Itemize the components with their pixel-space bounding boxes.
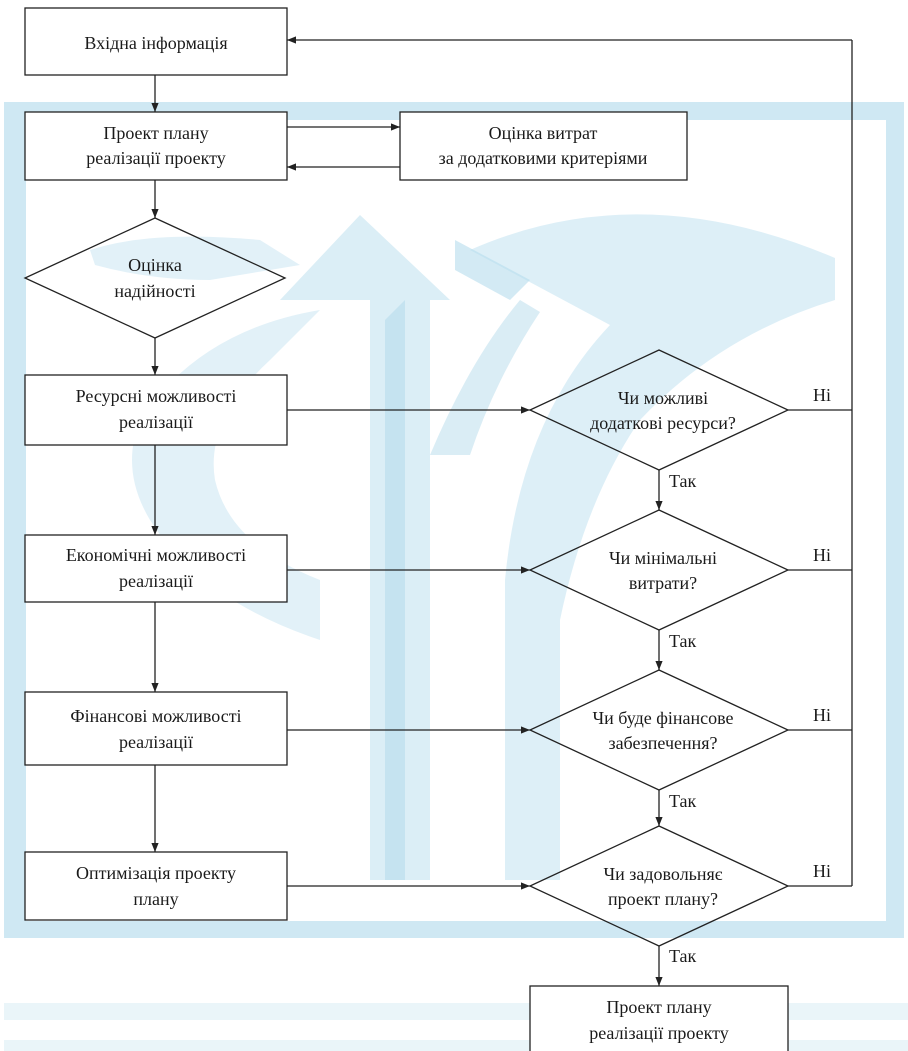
node-cost-estimate-line-1: Оцінка витрат — [489, 123, 598, 143]
node-reliability-line-1: Оцінка — [128, 255, 182, 275]
edge-labels: Так Так Так Так Ні Ні Ні Ні — [669, 385, 831, 966]
node-q-satisfy-line-2: проект плану? — [608, 889, 718, 909]
node-plan-draft: Проект плану реалізації проекту — [24, 111, 288, 181]
node-q-costs-line-2: витрати? — [629, 573, 697, 593]
node-q-finance: Чи буде фінансове забезпечення? — [528, 669, 790, 791]
node-optimization: Оптимізація проекту плану — [24, 851, 288, 921]
node-cost-estimate-line-2: за додатковими критеріями — [439, 148, 648, 168]
flow-edges — [151, 36, 853, 986]
node-input-info: Вхідна інформація — [24, 7, 288, 76]
node-q-finance-line-2: забезпечення? — [608, 733, 717, 753]
node-financial-line-2: реалізації — [119, 732, 193, 752]
label-no-1: Ні — [813, 385, 831, 405]
node-q-costs: Чи мінімальні витрати? — [528, 509, 790, 631]
node-q-satisfy-line-1: Чи задовольняє — [603, 864, 722, 884]
node-economic-line-2: реалізації — [119, 571, 193, 591]
node-economic: Економічні можливості реалізації — [24, 534, 288, 603]
node-reliability: Оцінка надійності — [23, 217, 287, 339]
node-financial-line-1: Фінансові можливості — [70, 706, 241, 726]
label-yes-4: Так — [669, 946, 697, 966]
node-resource: Ресурсні можливості реалізації — [24, 374, 288, 446]
node-plan-draft-line-1: Проект плану — [103, 123, 208, 143]
node-q-satisfy: Чи задовольняє проект плану? — [528, 825, 790, 947]
node-input-info-label: Вхідна інформація — [84, 33, 227, 53]
node-reliability-line-2: надійності — [114, 281, 195, 301]
label-no-2: Ні — [813, 545, 831, 565]
label-yes-3: Так — [669, 791, 697, 811]
node-q-resources-line-1: Чи можливі — [618, 388, 708, 408]
node-cost-estimate: Оцінка витрат за додатковими критеріями — [399, 111, 688, 181]
node-resource-line-2: реалізації — [119, 412, 193, 432]
node-plan-final: Проект плану реалізації проекту — [529, 985, 789, 1051]
node-q-finance-line-1: Чи буде фінансове — [592, 708, 733, 728]
node-q-resources-line-2: додаткові ресурси? — [590, 413, 736, 433]
node-economic-line-1: Економічні можливості — [66, 545, 246, 565]
label-yes-1: Так — [669, 471, 697, 491]
node-q-resources: Чи можливі додаткові ресурси? — [528, 349, 790, 471]
node-financial: Фінансові можливості реалізації — [24, 691, 288, 766]
node-optimization-line-2: плану — [133, 889, 178, 909]
node-optimization-line-1: Оптимізація проекту — [76, 863, 236, 883]
node-plan-final-line-2: реалізації проекту — [589, 1023, 729, 1043]
label-no-3: Ні — [813, 705, 831, 725]
label-yes-2: Так — [669, 631, 697, 651]
node-plan-draft-line-2: реалізації проекту — [86, 148, 226, 168]
node-plan-final-line-1: Проект плану — [606, 997, 711, 1017]
node-q-costs-line-1: Чи мінімальні — [609, 548, 717, 568]
node-resource-line-1: Ресурсні можливості — [76, 386, 237, 406]
label-no-4: Ні — [813, 861, 831, 881]
